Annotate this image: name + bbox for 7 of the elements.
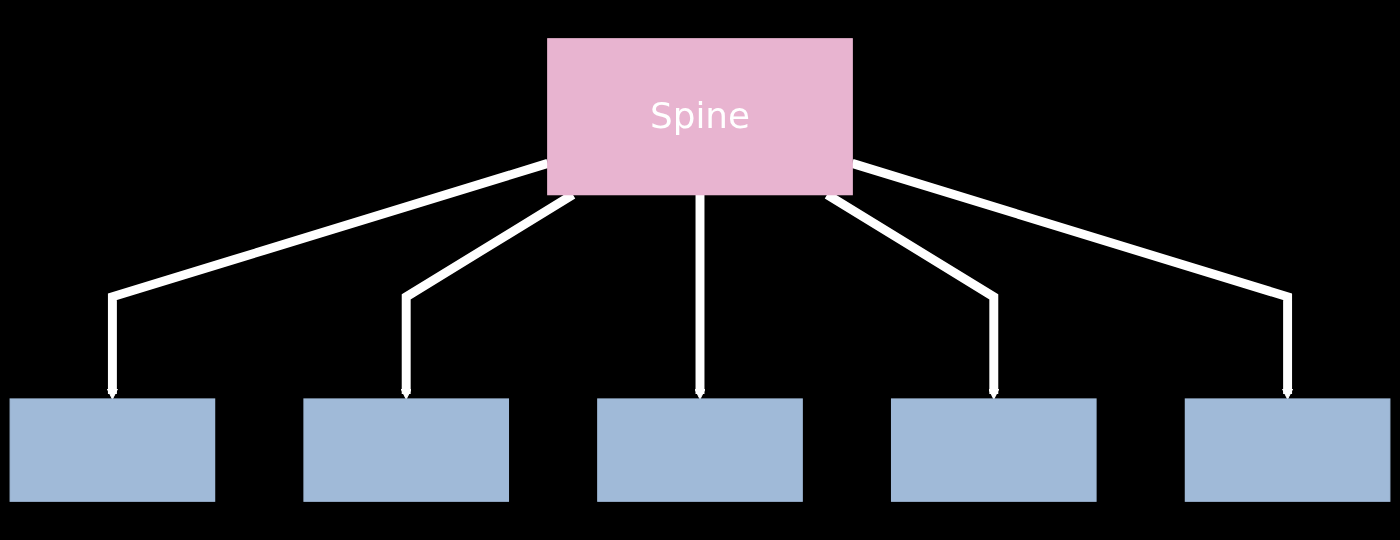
arrow [694, 194, 706, 400]
node-box: Spine [547, 38, 853, 196]
node-box [597, 398, 803, 502]
node-box [890, 398, 1097, 502]
node-box [9, 398, 216, 502]
node-box [303, 398, 510, 502]
node-box [1184, 398, 1391, 502]
